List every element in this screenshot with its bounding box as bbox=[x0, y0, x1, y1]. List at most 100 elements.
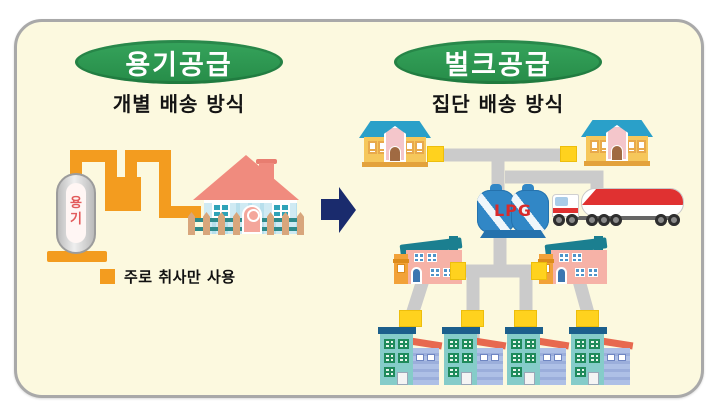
chimney bbox=[259, 163, 274, 181]
door-icon bbox=[588, 372, 599, 385]
window-icon bbox=[559, 253, 569, 262]
apartment-roof bbox=[442, 327, 480, 334]
window-icon bbox=[480, 354, 488, 361]
window-icon bbox=[543, 354, 551, 361]
orange-pipe-cylinder-to-regulator bbox=[70, 150, 117, 182]
badge-container-supply: 용기공급 bbox=[75, 40, 283, 84]
window-icon bbox=[427, 354, 435, 361]
fence-post bbox=[282, 212, 289, 235]
tank-vessel bbox=[477, 190, 515, 233]
junction-box bbox=[576, 310, 599, 327]
awning bbox=[538, 259, 554, 263]
school-building-icon bbox=[359, 121, 431, 167]
window-icon bbox=[384, 339, 395, 349]
door-icon bbox=[389, 146, 401, 162]
truck-wheel bbox=[610, 214, 622, 226]
window-icon bbox=[368, 141, 377, 154]
window-icon bbox=[416, 354, 424, 361]
school-base bbox=[584, 161, 650, 166]
right-arrow-icon bbox=[339, 187, 356, 233]
window-icon bbox=[589, 353, 600, 363]
fence-post bbox=[267, 212, 274, 235]
gas-cylinder-icon: 용 기 bbox=[56, 173, 96, 254]
window-icon bbox=[491, 354, 499, 361]
window-icon bbox=[398, 353, 409, 363]
window-icon bbox=[415, 141, 424, 154]
window-icon bbox=[462, 353, 473, 363]
window-icon bbox=[397, 264, 405, 273]
window-icon bbox=[448, 339, 459, 349]
truck-wheel bbox=[598, 214, 610, 226]
window-icon bbox=[398, 339, 409, 349]
window-icon bbox=[525, 339, 536, 349]
legend-swatch-orange bbox=[100, 269, 115, 284]
lpg-storage-tank-icon: LPG bbox=[477, 184, 549, 238]
junction-box bbox=[399, 310, 422, 327]
truck-wheel bbox=[655, 214, 667, 226]
truck-wheel bbox=[553, 214, 565, 226]
fence-post bbox=[233, 212, 240, 235]
window-icon bbox=[511, 353, 522, 363]
window-icon bbox=[588, 268, 598, 277]
window-icon bbox=[427, 253, 437, 262]
apartment-building-icon bbox=[378, 327, 443, 385]
window-icon bbox=[384, 367, 395, 377]
window-icon bbox=[575, 367, 586, 377]
window-icon bbox=[448, 353, 459, 363]
tanker-truck-icon bbox=[552, 183, 684, 228]
apartment-building-icon bbox=[505, 327, 570, 385]
truck-wheel bbox=[668, 214, 680, 226]
gas-cylinder-label: 용 기 bbox=[66, 183, 86, 243]
school-building-icon bbox=[581, 120, 653, 166]
window-icon bbox=[414, 253, 424, 262]
badge-container-supply-label: 용기공급 bbox=[125, 49, 233, 81]
door-icon bbox=[611, 145, 623, 161]
window-icon bbox=[607, 354, 615, 361]
tank-vessel bbox=[511, 190, 549, 233]
house-roof bbox=[193, 155, 299, 200]
regulator-box-icon bbox=[105, 177, 141, 211]
fence-post bbox=[218, 212, 225, 235]
tank-dome bbox=[522, 184, 534, 193]
window-icon bbox=[590, 140, 599, 153]
door-icon bbox=[397, 372, 408, 385]
tank-legs bbox=[480, 230, 546, 238]
window-icon bbox=[511, 367, 522, 377]
door-icon bbox=[556, 267, 567, 284]
window-icon bbox=[525, 353, 536, 363]
truck-cab-stripe bbox=[553, 208, 578, 213]
apartment-roof bbox=[569, 327, 607, 334]
cylinder-pedestal bbox=[47, 251, 107, 262]
subtitle-group-delivery: 집단 배송 방식 bbox=[431, 92, 565, 116]
window-icon bbox=[575, 339, 586, 349]
badge-bulk-supply-label: 벌크공급 bbox=[444, 49, 552, 81]
door-icon bbox=[524, 372, 535, 385]
window-icon bbox=[384, 353, 395, 363]
junction-box bbox=[560, 146, 577, 162]
window-icon bbox=[554, 354, 562, 361]
subtitle-individual-delivery: 개별 배송 방식 bbox=[112, 92, 246, 116]
window-icon bbox=[462, 339, 473, 349]
legend-text: 주로 취사만 사용 bbox=[124, 268, 236, 286]
window-icon bbox=[405, 141, 414, 154]
tank-dome bbox=[490, 184, 502, 193]
apartment-roof bbox=[378, 327, 416, 334]
junction-box bbox=[450, 262, 466, 280]
window-icon bbox=[572, 253, 582, 262]
window-icon bbox=[589, 339, 600, 349]
chimney-cap bbox=[256, 159, 277, 164]
window-icon bbox=[637, 140, 646, 153]
apartment-building-icon bbox=[442, 327, 507, 385]
junction-box bbox=[461, 310, 484, 327]
truck-wheel bbox=[566, 214, 578, 226]
truck-cab bbox=[552, 194, 579, 217]
right-arrow-icon bbox=[321, 199, 339, 220]
window-icon bbox=[430, 268, 440, 277]
door-icon bbox=[411, 267, 422, 284]
window-icon bbox=[618, 354, 626, 361]
two-story-house-icon bbox=[538, 236, 608, 284]
window-icon bbox=[575, 353, 586, 363]
truck-chassis bbox=[576, 216, 676, 220]
door-icon bbox=[242, 205, 262, 234]
